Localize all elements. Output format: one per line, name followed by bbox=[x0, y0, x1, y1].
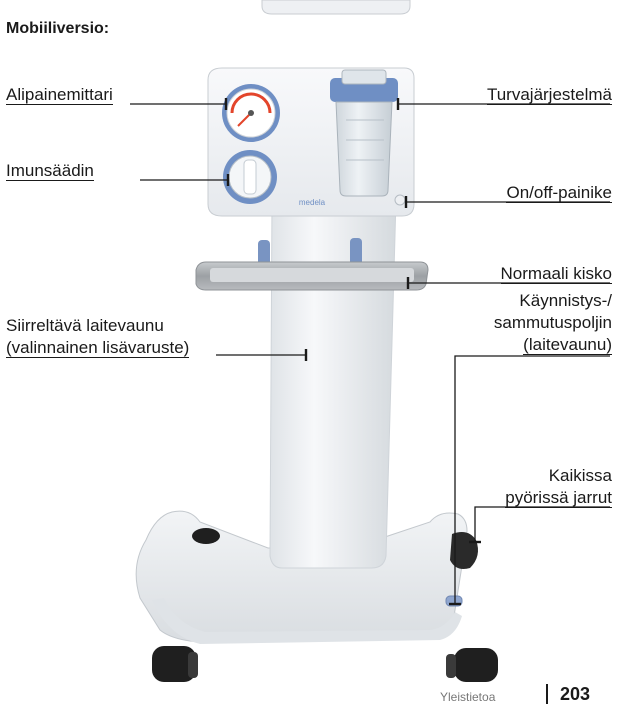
label-safety-system: Turvajärjestelmä bbox=[487, 84, 612, 106]
label-vacuum-gauge: Alipainemittari bbox=[6, 84, 113, 106]
cart-column bbox=[270, 200, 396, 568]
label-brakes: Kaikissa pyörissä jarrut bbox=[505, 465, 612, 509]
on-off-button bbox=[395, 195, 405, 205]
wheel-back-right bbox=[450, 532, 478, 569]
label-line: pyörissä jarrut bbox=[505, 487, 612, 509]
wheel-front-left bbox=[152, 646, 198, 682]
footer-divider bbox=[546, 684, 548, 704]
label-normal-rail: Normaali kisko bbox=[501, 263, 612, 285]
label-line: (valinnainen lisävaruste) bbox=[6, 337, 189, 359]
wheel-front-right bbox=[446, 648, 498, 682]
safety-system-canister bbox=[330, 70, 398, 196]
leader-jarrut bbox=[475, 507, 610, 542]
page-title: Mobiiliversio: bbox=[6, 20, 109, 38]
footer-section-label: Yleistietoa bbox=[440, 690, 495, 704]
label-line: Käynnistys-/ bbox=[494, 290, 612, 312]
label-foot-pedal: Käynnistys-/ sammutuspoljin (laitevaunu) bbox=[494, 290, 612, 356]
rail-inner-slot bbox=[210, 268, 414, 282]
label-text: (laitevaunu) bbox=[523, 335, 612, 355]
label-text: Alipainemittari bbox=[6, 85, 113, 105]
page-number: 203 bbox=[560, 684, 590, 705]
label-text: Turvajärjestelmä bbox=[487, 85, 612, 105]
brand-logo: medela bbox=[299, 198, 326, 207]
label-on-off-button: On/off-painike bbox=[506, 182, 612, 204]
suction-regulator bbox=[223, 150, 277, 204]
label-trolley: Siirreltävä laitevaunu (valinnainen lisä… bbox=[6, 315, 189, 359]
label-text: Imunsäädin bbox=[6, 161, 94, 181]
label-text: pyörissä jarrut bbox=[505, 488, 612, 508]
previous-device-bottom bbox=[262, 0, 410, 14]
label-text: On/off-painike bbox=[506, 183, 612, 203]
label-line: sammutuspoljin bbox=[494, 312, 612, 334]
label-line: Siirreltävä laitevaunu bbox=[6, 315, 189, 337]
vacuum-gauge bbox=[222, 84, 280, 142]
wheel-back-left bbox=[192, 528, 220, 544]
label-text: (valinnainen lisävaruste) bbox=[6, 338, 189, 358]
label-suction-regulator: Imunsäädin bbox=[6, 160, 94, 182]
label-line: (laitevaunu) bbox=[494, 334, 612, 356]
label-line: Kaikissa bbox=[505, 465, 612, 487]
label-text: Normaali kisko bbox=[501, 264, 612, 284]
